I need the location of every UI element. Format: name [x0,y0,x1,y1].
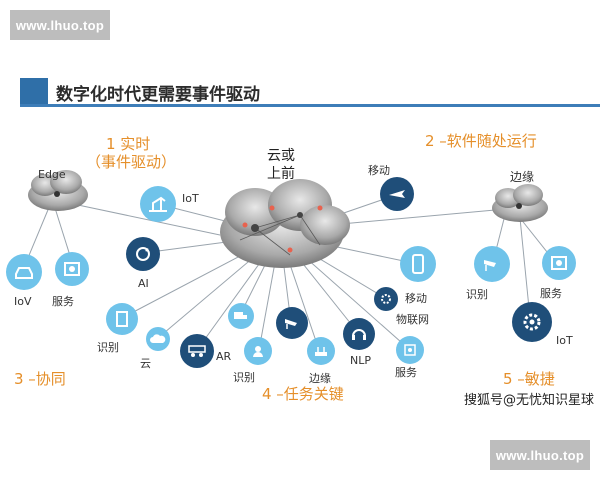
watermark-top: www.lhuo.top [10,10,110,40]
service-gear-icon [55,252,89,286]
service-right-label: 服务 [540,287,562,300]
ar-people-icon [180,334,214,368]
service-right-icon [542,246,576,280]
mobile-top-label: 移动 [368,164,390,177]
recognize-mid-label: 识别 [233,371,255,384]
cloud-label: 云 [140,357,151,370]
edge-bottom-label: 边缘 [309,372,331,385]
gears-icon [512,302,552,342]
gears-small-icon [374,287,398,311]
iot-network-label: 物联网 [396,313,429,326]
building-icon [106,303,138,335]
right-cloud [492,184,548,222]
router-icon [307,337,335,365]
ar-label: AR [216,350,232,363]
section-2: 2 –软件随处运行 [425,132,537,150]
service-mid-icon [396,336,424,364]
section-4: 4 –任务关键 [262,385,344,403]
cloud-icon [146,327,170,351]
section-5: 5 –敏捷 [503,370,555,388]
ai-label: AI [138,277,149,290]
camera-icon [276,307,308,339]
iov-label: IoV [14,295,32,308]
ai-cycle-icon [126,237,160,271]
truck-icon [228,303,254,329]
watermark-bottom: www.lhuo.top [490,440,590,470]
title-accent-block [20,78,48,104]
section-1-line2: （事件驱动） [86,153,177,171]
nlp-label: NLP [350,354,371,367]
center-cloud-label-2: 上前 [267,166,295,182]
edge-cloud [28,170,88,211]
center-cloud-label-1: 云或 [267,148,295,164]
person-icon [244,337,272,365]
section-3: 3 –协同 [14,370,66,388]
edge-cloud-label: Edge [38,168,66,181]
cctv-icon [474,246,510,282]
service-mid-label: 服务 [395,366,417,379]
section-1-line1: 1 实时 [106,135,151,153]
airplane-icon [380,177,414,211]
center-cloud [220,179,350,268]
mobile-phone-icon [400,246,436,282]
service-left-label: 服务 [52,295,74,308]
headset-icon [343,318,375,350]
car-icon [6,254,42,290]
iot-top-label: IoT [182,192,199,205]
recognize-left-label: 识别 [97,341,119,354]
source-credit: 搜狐号@无忧知识星球 [464,393,595,408]
title-underline [20,104,600,107]
right-cloud-label: 边缘 [510,170,535,184]
page-title: 数字化时代更需要事件驱动 [56,85,260,105]
oil-pump-icon [140,186,176,222]
recognize-right-label: 识别 [466,288,488,301]
iot-right-label: IoT [556,334,573,347]
mobile-mid-label: 移动 [405,292,427,305]
